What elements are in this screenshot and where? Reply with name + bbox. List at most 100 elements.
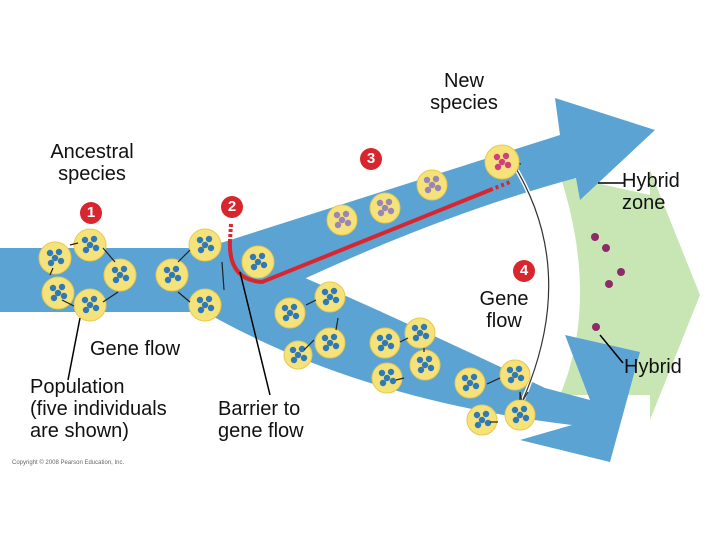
gene-flow-arrow bbox=[399, 337, 409, 343]
hybrid-individual bbox=[591, 233, 599, 241]
individual bbox=[342, 210, 350, 218]
individual bbox=[92, 244, 100, 252]
individual bbox=[421, 361, 429, 369]
barrier-dashes bbox=[228, 223, 233, 241]
population-circle bbox=[371, 362, 403, 394]
individual bbox=[474, 421, 482, 429]
hybrid-individual bbox=[617, 268, 625, 276]
individual bbox=[50, 294, 58, 302]
gene-flow-arrow bbox=[221, 261, 225, 291]
individual bbox=[344, 219, 352, 227]
individual bbox=[92, 304, 100, 312]
population-circle bbox=[38, 241, 72, 275]
individual bbox=[207, 304, 215, 312]
individual bbox=[298, 345, 306, 353]
individual bbox=[385, 198, 393, 206]
individual bbox=[49, 284, 57, 292]
gene-flow-arrow bbox=[305, 299, 317, 306]
individual bbox=[201, 241, 209, 249]
individual bbox=[470, 373, 478, 381]
hybrid-individual bbox=[605, 280, 613, 288]
step-1-badge: 1 bbox=[80, 202, 102, 224]
population-circle bbox=[73, 288, 107, 322]
individual bbox=[294, 351, 302, 359]
hybrid-individual bbox=[602, 244, 610, 252]
individual bbox=[82, 246, 90, 254]
individual bbox=[417, 366, 425, 374]
population-circle bbox=[369, 192, 401, 224]
individual bbox=[502, 152, 510, 160]
individual bbox=[58, 283, 66, 291]
population-circle bbox=[274, 297, 306, 329]
individual bbox=[387, 207, 395, 215]
population-label: Population (five individuals are shown) bbox=[30, 376, 167, 442]
individual bbox=[330, 333, 338, 341]
individual bbox=[90, 295, 98, 303]
individual bbox=[416, 329, 424, 337]
individual bbox=[506, 366, 514, 374]
individual bbox=[387, 342, 395, 350]
new-species-label: New species bbox=[430, 70, 498, 114]
population-circle bbox=[484, 144, 520, 180]
individual bbox=[420, 323, 428, 331]
individual bbox=[377, 344, 385, 352]
population-circle bbox=[155, 258, 189, 292]
individual bbox=[412, 334, 420, 342]
individual bbox=[47, 259, 55, 267]
individual bbox=[493, 153, 501, 161]
population-circle bbox=[283, 340, 313, 370]
individual bbox=[333, 211, 341, 219]
individual bbox=[326, 293, 334, 301]
individual bbox=[46, 249, 54, 257]
individual bbox=[478, 416, 486, 424]
individual bbox=[516, 411, 524, 419]
individual bbox=[322, 344, 330, 352]
individual bbox=[462, 384, 470, 392]
individual bbox=[258, 252, 266, 260]
individual bbox=[260, 261, 268, 269]
population-circle bbox=[103, 258, 137, 292]
individual bbox=[522, 414, 530, 422]
individual bbox=[205, 235, 213, 243]
individual bbox=[330, 287, 338, 295]
individual bbox=[461, 374, 469, 382]
individual bbox=[507, 376, 515, 384]
individual bbox=[82, 306, 90, 314]
individual bbox=[250, 263, 258, 271]
individual bbox=[201, 301, 209, 309]
individual bbox=[282, 314, 290, 322]
gene-flow-arrow bbox=[49, 267, 54, 276]
ancestral-species-label: Ancestral species bbox=[50, 141, 134, 185]
individual bbox=[472, 382, 480, 390]
individual bbox=[55, 248, 63, 256]
individual bbox=[300, 354, 308, 362]
individual bbox=[322, 298, 330, 306]
gene-flow-arrow bbox=[303, 339, 315, 351]
individual bbox=[381, 339, 389, 347]
step-4-badge: 4 bbox=[513, 260, 535, 282]
population-circle bbox=[314, 327, 346, 359]
individual bbox=[292, 312, 300, 320]
individual bbox=[482, 410, 490, 418]
individual bbox=[60, 292, 68, 300]
population-circle bbox=[73, 228, 107, 262]
individual bbox=[377, 209, 385, 217]
individual bbox=[334, 221, 342, 229]
individual bbox=[473, 411, 481, 419]
hybrid-individuals bbox=[591, 233, 625, 331]
individual bbox=[290, 303, 298, 311]
population-leader bbox=[67, 317, 81, 381]
individual bbox=[321, 288, 329, 296]
population-circle bbox=[466, 404, 498, 436]
individual bbox=[289, 346, 297, 354]
population-groups bbox=[38, 144, 536, 436]
copyright: Copyright © 2008 Pearson Education, Inc. bbox=[12, 460, 125, 466]
step-3-badge: 3 bbox=[360, 148, 382, 170]
hybrid-leader bbox=[599, 334, 624, 364]
individual bbox=[81, 296, 89, 304]
gene-flow-arrow bbox=[335, 317, 339, 331]
individual bbox=[383, 374, 391, 382]
individual bbox=[86, 301, 94, 309]
individual bbox=[164, 276, 172, 284]
